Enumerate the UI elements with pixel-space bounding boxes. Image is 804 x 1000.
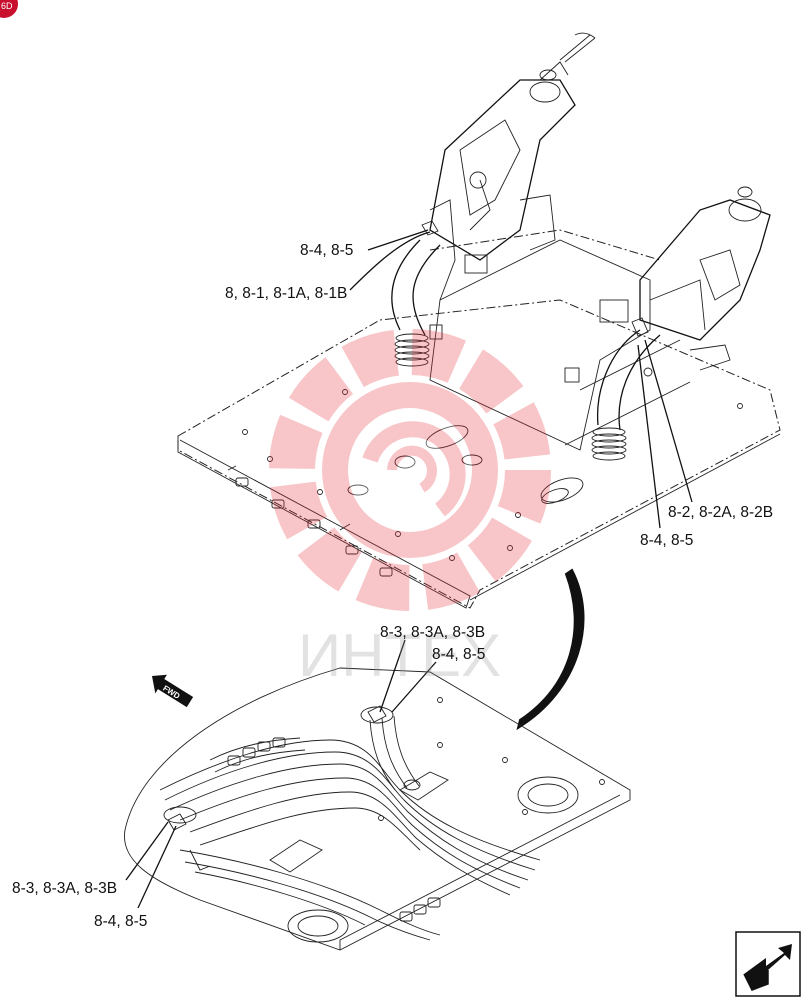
upper-control-box	[429, 229, 691, 451]
watermark-text: ИНТЕХ	[298, 622, 501, 689]
callout-top-bracket-fastener: 8-4, 8-5	[300, 242, 353, 259]
lower-left-clamp	[163, 806, 197, 831]
callout-lower-center-fastener: 8-4, 8-5	[432, 646, 485, 663]
view-transition-arrow	[516, 568, 585, 731]
callout-lower-center-clamp: 8-3, 8-3A, 8-3B	[380, 624, 485, 641]
callout-right-clamp: 8-2, 8-2A, 8-2B	[668, 504, 773, 521]
corner-badge: 6D	[0, 0, 18, 18]
lower-floor-plate	[124, 667, 631, 951]
callout-top-bracket-clamp: 8, 8-1, 8-1A, 8-1B	[225, 285, 347, 302]
callout-right-fastener: 8-4, 8-5	[640, 532, 693, 549]
watermark-logo: ИНТЕХ	[269, 329, 551, 689]
lower-center-clamp	[360, 705, 394, 724]
callout-lower-left-clamp: 8-3, 8-3A, 8-3B	[12, 880, 117, 897]
right-joystick-assembly	[599, 186, 771, 371]
svg-text:6D: 6D	[1, 1, 13, 11]
left-joystick-assembly	[429, 32, 596, 301]
callout-lower-left-fastener: 8-4, 8-5	[94, 913, 147, 930]
upper-callout-leaders	[349, 220, 693, 529]
lower-callout-leaders	[125, 639, 437, 909]
right-hose-bellows	[591, 329, 661, 461]
next-page-arrow-icon[interactable]	[735, 931, 801, 997]
upper-floor-plate	[177, 299, 781, 609]
lower-hose-bundle	[159, 715, 541, 941]
fwd-arrow: FWD	[152, 674, 194, 708]
left-hose-bellows	[391, 239, 441, 367]
